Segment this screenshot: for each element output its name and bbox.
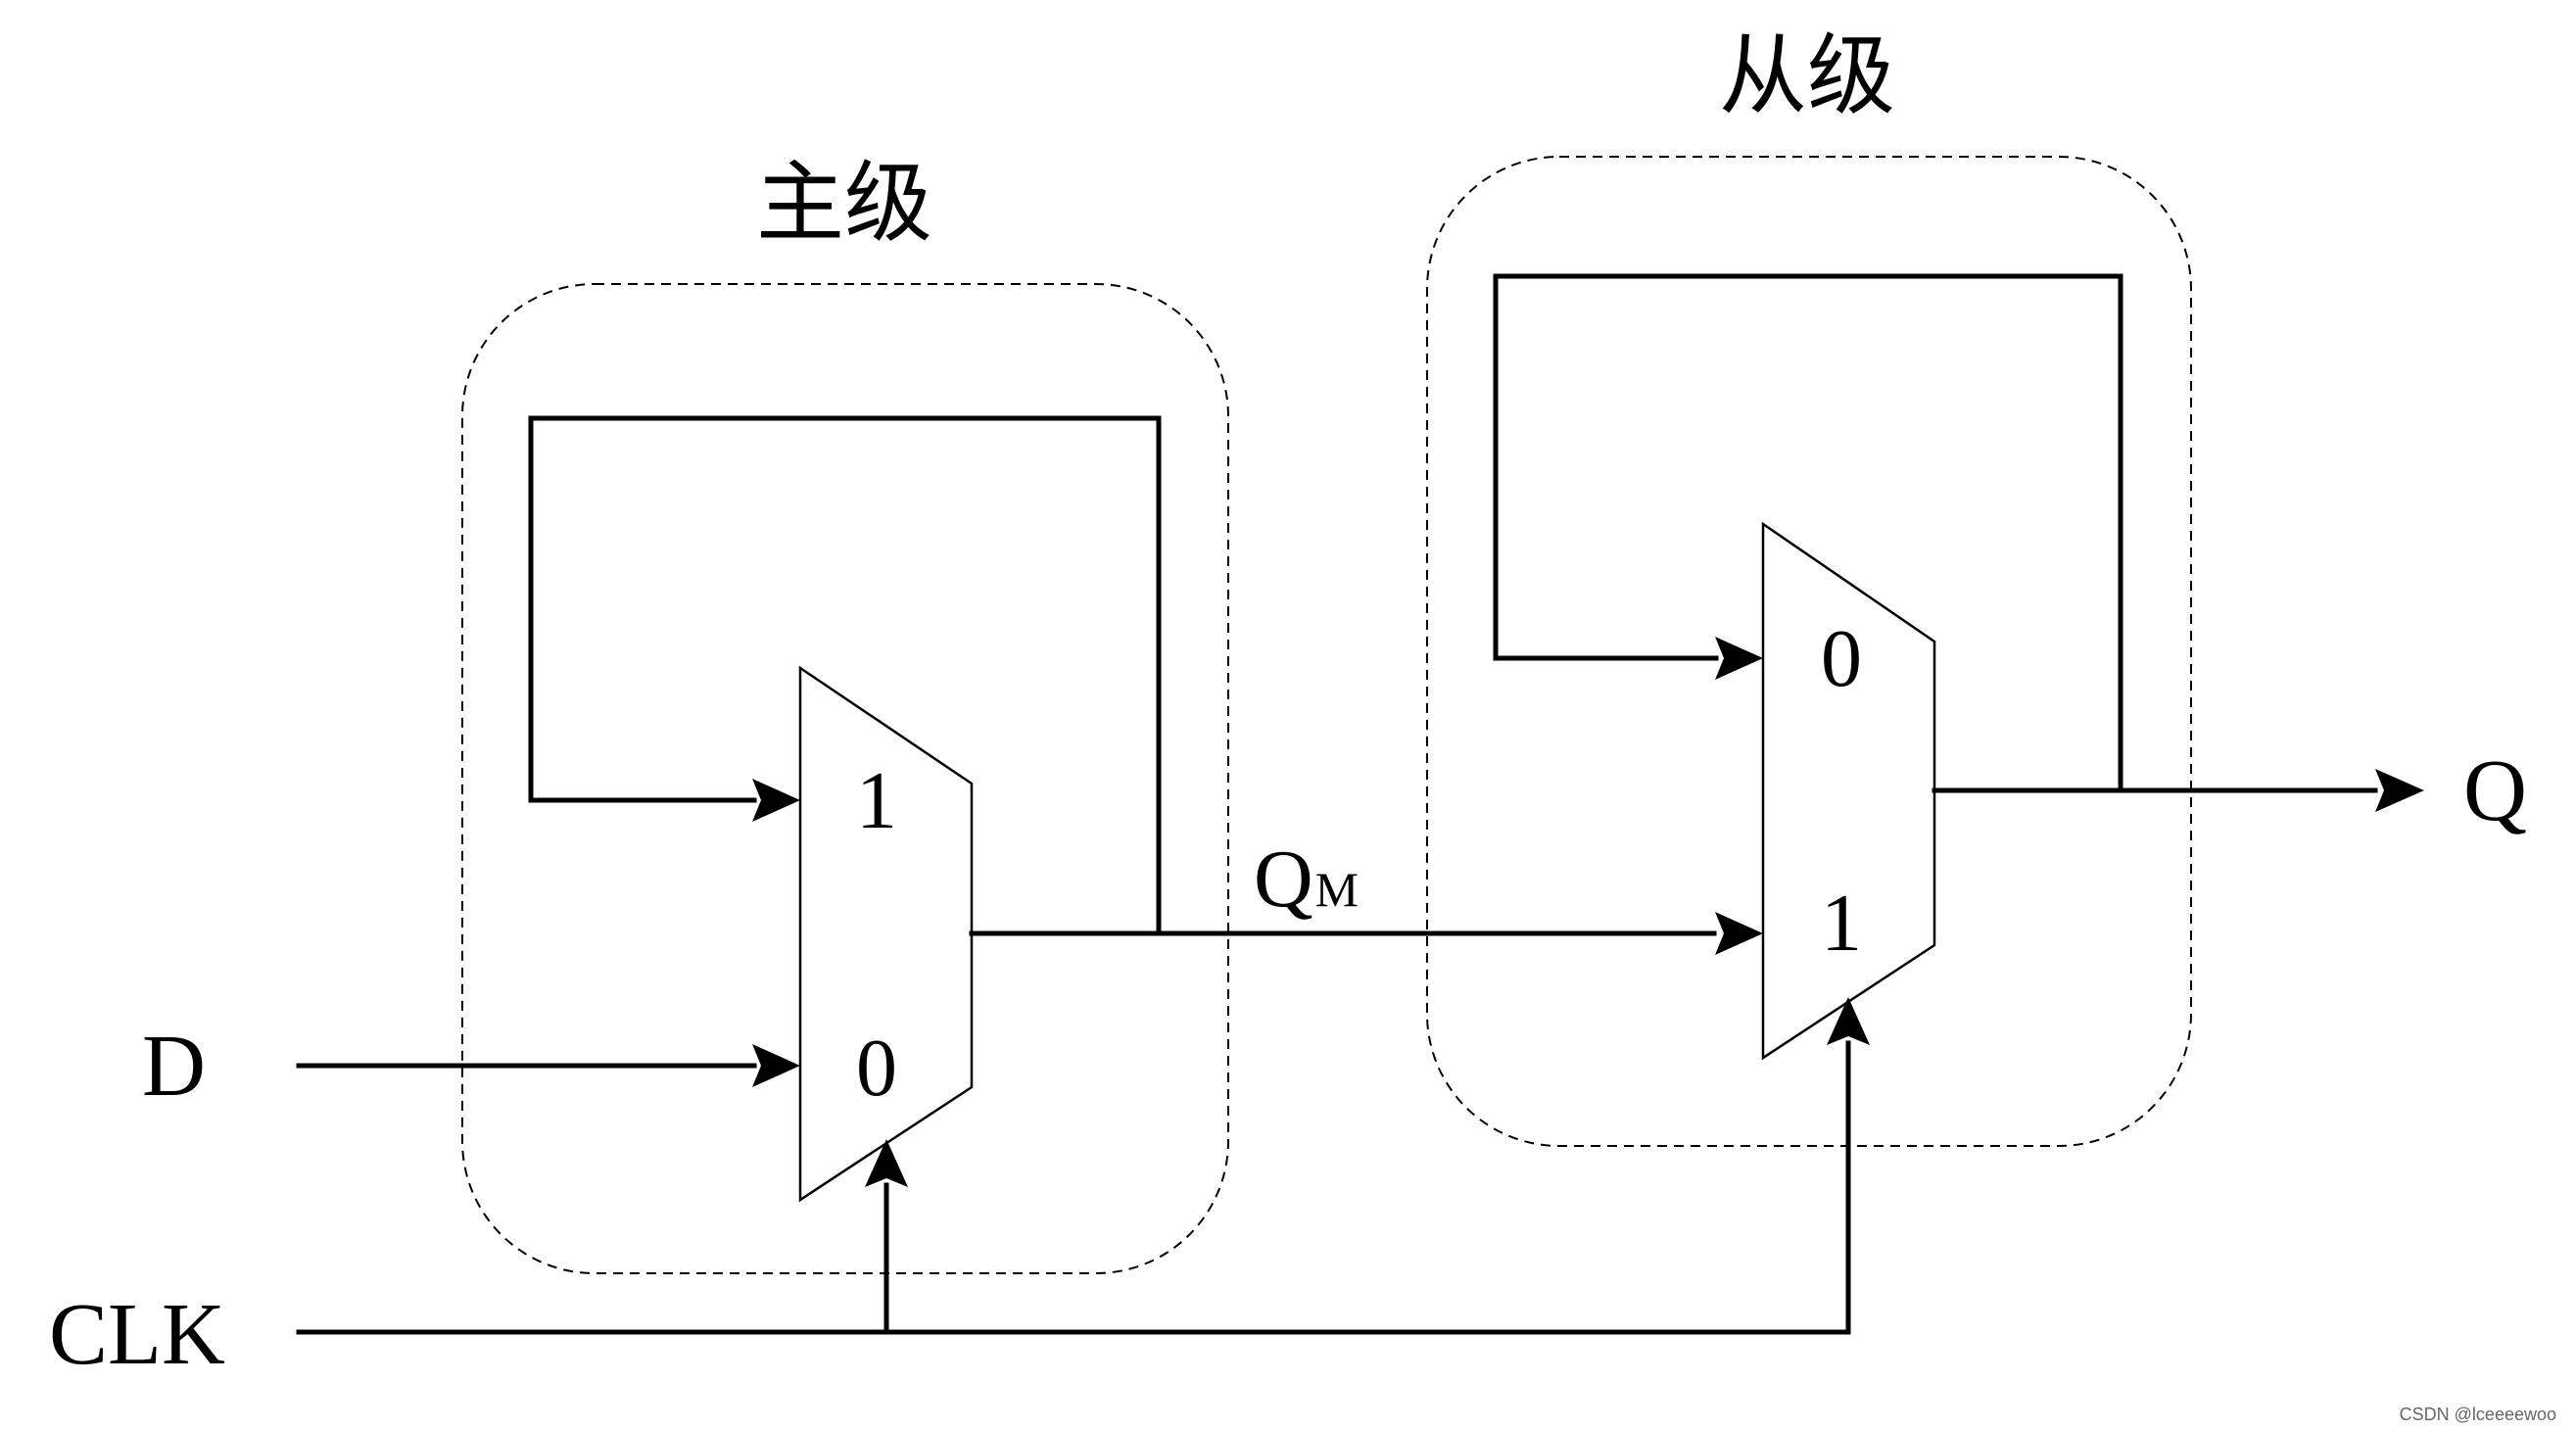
master-mux-input0-label: 0 (856, 1023, 897, 1114)
qm-label-sub: M (1315, 862, 1359, 917)
master-mux (798, 665, 974, 1203)
master-title: 主级 (756, 152, 932, 255)
master-input1-arrow (752, 779, 800, 822)
slave-title: 从级 (1719, 24, 1895, 127)
master-group-box (461, 283, 1229, 1274)
slave-feedback-wire (1493, 273, 2123, 793)
watermark: CSDN @lceeeewoo (2400, 1405, 2556, 1424)
qm-label-main: Q (1254, 834, 1313, 925)
clk-wire (296, 1040, 1851, 1335)
slave-input0-arrow (1715, 637, 1763, 680)
master-feedback-wire (528, 415, 1162, 936)
q-label: Q (2463, 742, 2527, 839)
clk-label: CLK (49, 1286, 225, 1383)
slave-mux-input0-label: 0 (1821, 613, 1862, 704)
slave-mux-input1-label: 1 (1821, 878, 1862, 969)
slave-mux (1761, 521, 1936, 1061)
clk-slave-arrow (1827, 997, 1870, 1045)
d-label: D (142, 1018, 206, 1115)
q-output-arrow (2375, 769, 2424, 812)
clk-master-arrow (865, 1139, 908, 1187)
master-input0-arrow (752, 1044, 800, 1087)
qm-label: QM (1254, 834, 1359, 925)
slave-group-box (1426, 156, 2192, 1147)
master-mux-input1-label: 1 (856, 755, 897, 846)
slave-input1-arrow (1715, 912, 1763, 955)
